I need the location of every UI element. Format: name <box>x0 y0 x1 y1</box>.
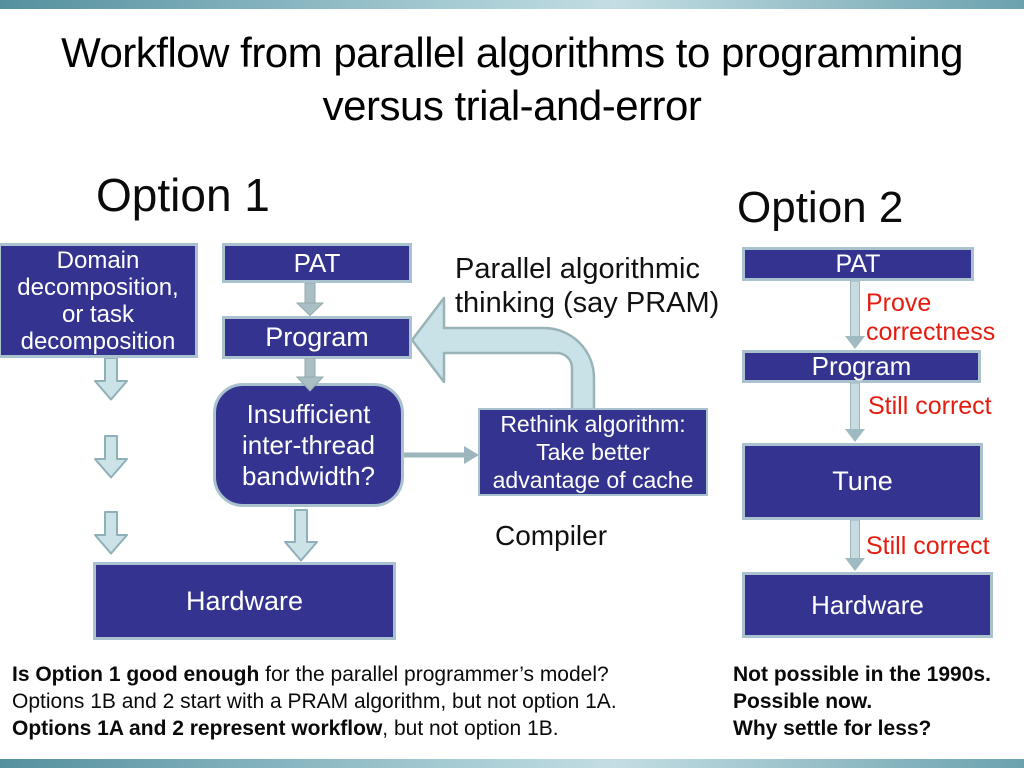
rethink-line: Rethink algorithm: <box>500 411 686 437</box>
flow-connector-arrow-icon <box>295 358 325 392</box>
compiler-label: Compiler <box>495 520 608 551</box>
flow-connector-arrow-icon <box>845 281 865 349</box>
flow-connector-arrow-icon <box>295 283 325 316</box>
footer-right-note: Not possible in the 1990s. Possible now.… <box>733 661 991 742</box>
footer-regular-text: , but not option 1B. <box>382 717 559 740</box>
footer-regular-text: for the parallel programmer’s model? <box>259 663 609 686</box>
footer-right-line2: Possible now. <box>733 690 873 713</box>
tune-label: Tune <box>832 466 893 496</box>
rethink-connector-arrow-icon <box>402 446 479 464</box>
rethink-line: advantage of cache <box>492 467 694 493</box>
down-arrow-icon <box>94 435 128 479</box>
footer-left-line3: Options 1A and 2 represent workflow, but… <box>12 715 692 742</box>
hardware-label: Hardware <box>185 585 304 616</box>
rethink-line: Take better <box>536 439 650 465</box>
down-arrow-icon <box>94 357 128 401</box>
program-label: Program <box>811 351 912 381</box>
page-title-line1: Workflow from parallel algorithms to pro… <box>61 29 963 76</box>
pat-box-option1: PAT <box>222 243 412 283</box>
flow-connector-arrow-icon <box>845 383 865 442</box>
top-accent-bar <box>0 0 1024 9</box>
domain-line: decomposition <box>20 327 176 355</box>
program-box-option1: Program <box>222 316 412 359</box>
curved-return-arrow-icon <box>410 296 596 414</box>
option1-heading: Option 1 <box>96 169 270 221</box>
bottleneck-question-box: Insufficient inter-thread bandwidth? <box>213 383 404 507</box>
page-title-line2: versus trial-and-error <box>322 82 702 129</box>
program-label: Program <box>265 322 369 352</box>
still-correct-note-2: Still correct <box>866 532 990 560</box>
bottleneck-line: Insufficient <box>246 398 371 429</box>
page-title: Workflow from parallel algorithms to pro… <box>0 26 1024 132</box>
down-arrow-icon <box>94 511 128 555</box>
hardware-box-option1: Hardware <box>93 562 396 640</box>
pram-note-line: thinking (say PRAM) <box>455 287 720 319</box>
footer-right-line1: Not possible in the 1990s. <box>733 663 991 686</box>
tune-box: Tune <box>742 443 983 520</box>
prove-correctness-note: Prove correctness <box>866 289 996 346</box>
flow-connector-arrow-icon <box>845 520 865 571</box>
down-arrow-icon <box>284 509 318 562</box>
bottom-accent-bar <box>0 759 1024 768</box>
bottleneck-line: bandwidth? <box>242 460 375 491</box>
domain-line: decomposition, <box>17 273 179 301</box>
pat-label: PAT <box>293 247 341 278</box>
hardware-box-option2: Hardware <box>742 572 993 638</box>
bottleneck-line: inter-thread <box>242 429 375 460</box>
program-box-option2: Program <box>742 350 981 383</box>
domain-line: or task <box>61 300 135 328</box>
footer-left-note: Is Option 1 good enough for the parallel… <box>12 661 692 742</box>
pat-label: PAT <box>835 249 881 278</box>
pat-box-option2: PAT <box>742 247 974 281</box>
pram-note-line: Parallel algorithmic <box>455 253 700 285</box>
rethink-algorithm-box: Rethink algorithm: Take better advantage… <box>478 408 708 496</box>
hardware-label: Hardware <box>811 589 924 620</box>
domain-decomposition-box: Domain decomposition, or task decomposit… <box>0 243 198 358</box>
footer-right-line3: Why settle for less? <box>733 717 932 740</box>
domain-line: Domain <box>56 246 140 274</box>
footer-left-line2: Options 1B and 2 start with a PRAM algor… <box>12 690 617 713</box>
footer-bold-text: Is Option 1 good enough <box>12 663 260 686</box>
footer-bold-text: Options 1A and 2 represent workflow <box>12 717 383 740</box>
still-correct-note-1: Still correct <box>868 392 992 420</box>
footer-left-line1: Is Option 1 good enough for the parallel… <box>12 661 692 688</box>
pram-thinking-note: Parallel algorithmic thinking (say PRAM) <box>455 252 719 320</box>
option2-heading: Option 2 <box>737 183 904 232</box>
